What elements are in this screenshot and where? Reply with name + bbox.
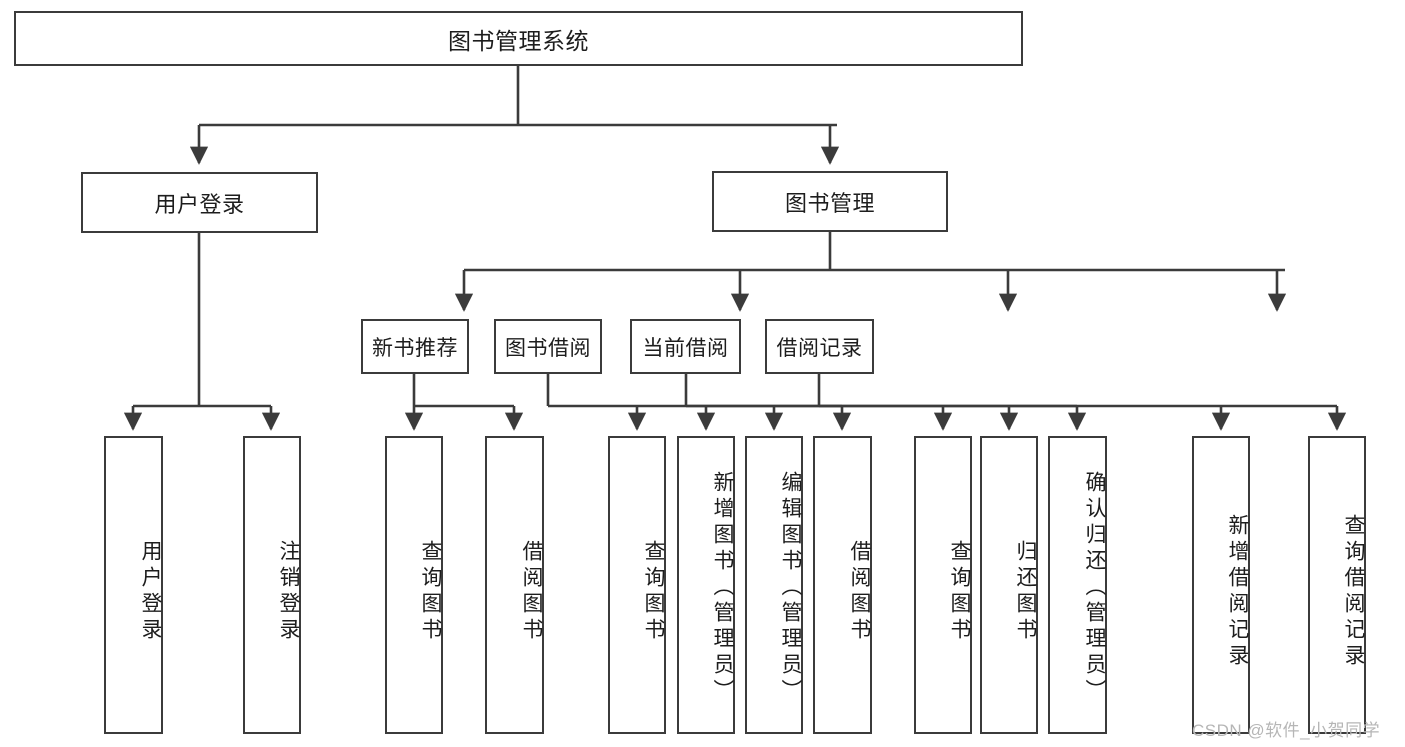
node-borrow-record[interactable]: 借阅记录 [765,319,874,374]
node-root[interactable]: 图书管理系统 [14,11,1023,66]
leaf-return-books[interactable]: 归还图书 [980,436,1038,734]
leaf-add-borrow-record[interactable]: 新增借阅记录 [1192,436,1250,734]
leaf-borrow-books[interactable]: 借阅图书 [813,436,872,734]
leaf-confirm-return-admin[interactable]: 确认归还（管理员） [1048,436,1107,734]
leaf-borrow-books-recommend[interactable]: 借阅图书 [485,436,544,734]
leaf-logout[interactable]: 注销登录 [243,436,301,734]
leaf-edit-book-admin[interactable]: 编辑图书（管理员） [745,436,803,734]
leaf-query-books-recommend[interactable]: 查询图书 [385,436,443,734]
node-new-book-recommend[interactable]: 新书推荐 [361,319,469,374]
leaf-query-books-current[interactable]: 查询图书 [914,436,972,734]
node-book-management[interactable]: 图书管理 [712,171,948,232]
leaf-query-borrow-record[interactable]: 查询借阅记录 [1308,436,1366,734]
watermark-text: CSDN @软件_小贺同学 [1192,721,1381,740]
node-user-login[interactable]: 用户登录 [81,172,318,233]
node-book-borrow[interactable]: 图书借阅 [494,319,602,374]
node-current-borrow[interactable]: 当前借阅 [630,319,741,374]
leaf-user-login[interactable]: 用户登录 [104,436,163,734]
leaf-add-book-admin[interactable]: 新增图书（管理员） [677,436,735,734]
leaf-query-books-borrow[interactable]: 查询图书 [608,436,666,734]
